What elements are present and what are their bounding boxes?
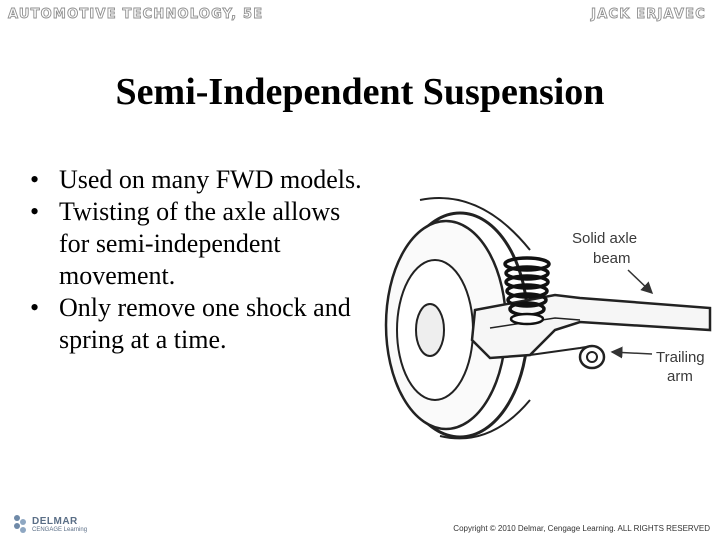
label-solid-axle: Solid axle: [572, 230, 637, 247]
bullet-item: • Twisting of the axle allows for semi-i…: [30, 196, 375, 292]
suspension-illustration: Solid axle beam Trailing arm: [384, 197, 712, 440]
delmar-emblem-icon: [14, 515, 26, 533]
bullet-item: • Only remove one shock and spring at a …: [30, 292, 375, 356]
label-arm: arm: [667, 368, 693, 385]
label-trailing: Trailing: [656, 349, 705, 366]
bullet-icon: •: [30, 197, 40, 226]
bullet-item: • Used on many FWD models.: [30, 164, 375, 196]
bullet-text: Only remove one shock and spring at a ti…: [59, 293, 351, 354]
logo-subtitle: CENGAGE Learning: [32, 527, 88, 533]
bullet-text: Used on many FWD models.: [59, 165, 362, 194]
book-title-header: AUTOMOTIVE TECHNOLOGY, 5E: [8, 7, 264, 23]
bullet-text: Twisting of the axle allows for semi-ind…: [59, 197, 341, 290]
bullet-list: • Used on many FWD models. • Twisting of…: [30, 164, 375, 356]
bullet-icon: •: [30, 165, 40, 194]
delmar-logo: DELMAR CENGAGE Learning: [12, 513, 102, 537]
label-beam: beam: [593, 250, 631, 267]
arrow-solid-axle-icon: [627, 269, 654, 295]
copyright-notice: Copyright © 2010 Delmar, Cengage Learnin…: [453, 524, 710, 533]
arrow-trailing-arm-icon: [610, 346, 653, 359]
author-header: JACK ERJAVEC: [591, 7, 706, 23]
bullet-icon: •: [30, 293, 40, 322]
axle-beam-icon: [470, 293, 712, 370]
slide-title: Semi-Independent Suspension: [115, 71, 605, 113]
logo-wordmark: DELMAR: [32, 516, 78, 527]
coil-spring-icon: [503, 256, 551, 326]
